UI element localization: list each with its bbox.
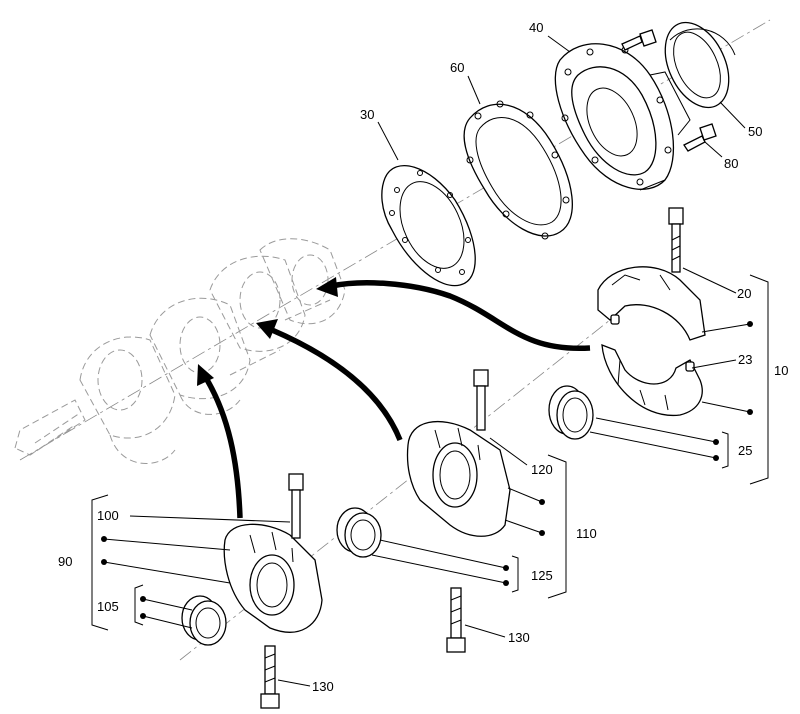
callout-25: 25 xyxy=(738,443,752,458)
callout-130-right: 130 xyxy=(508,630,530,645)
stud-130-right xyxy=(446,587,466,653)
callout-dots xyxy=(101,321,753,619)
callout-105: 105 xyxy=(97,599,119,614)
seal-50 xyxy=(664,21,736,109)
callout-80: 80 xyxy=(724,156,738,171)
stud-130-left xyxy=(260,645,280,709)
bearing-housing-90 xyxy=(223,473,323,633)
bearing-cap-10 xyxy=(597,266,706,416)
callout-40: 40 xyxy=(529,20,543,35)
callout-23: 23 xyxy=(738,352,752,367)
gasket-60 xyxy=(463,100,573,240)
callout-110: 110 xyxy=(576,526,597,541)
callout-120: 120 xyxy=(531,462,553,477)
bolt-80 xyxy=(683,123,717,152)
callout-125: 125 xyxy=(531,568,553,583)
callout-60: 60 xyxy=(450,60,464,75)
gasket-30 xyxy=(381,164,476,287)
callout-labels: 40 50 60 30 80 20 23 10 25 120 110 125 1… xyxy=(58,20,788,694)
callout-130-left: 130 xyxy=(312,679,334,694)
group-brackets xyxy=(91,274,769,631)
callout-50: 50 xyxy=(748,124,762,139)
housing-40 xyxy=(554,43,691,191)
assembly-arrows xyxy=(197,277,591,519)
callout-30: 30 xyxy=(360,107,374,122)
bearing-shell-125 xyxy=(336,507,382,558)
callout-90: 90 xyxy=(58,554,72,569)
crankshaft-ghost xyxy=(14,238,346,464)
bearing-housing-110 xyxy=(406,369,511,537)
leader-lines xyxy=(103,35,751,687)
bolt-top xyxy=(621,29,657,51)
callout-100: 100 xyxy=(97,508,119,523)
center-axis xyxy=(19,19,771,661)
callout-10: 10 xyxy=(774,363,788,378)
bearing-shell-105 xyxy=(181,595,227,646)
bolt-20 xyxy=(668,207,684,273)
callout-20: 20 xyxy=(737,286,751,301)
bearing-shell-25 xyxy=(548,385,594,440)
